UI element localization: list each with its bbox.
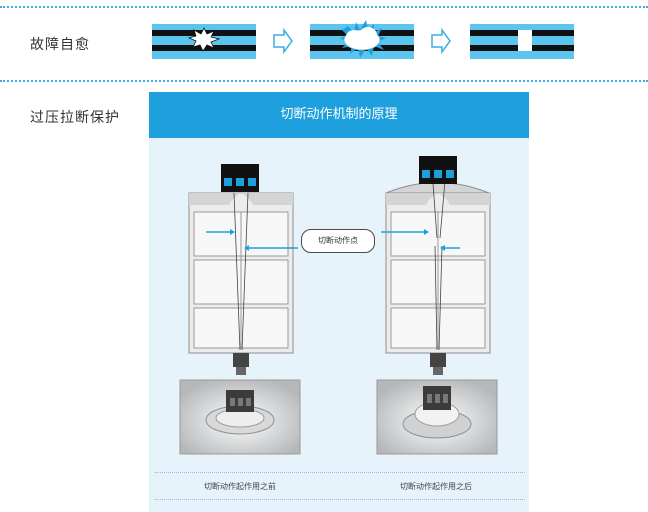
- photo-before: [179, 379, 301, 455]
- photo-after: [376, 379, 498, 455]
- self-healing-diagram: [152, 20, 574, 59]
- top-divider: [0, 6, 648, 8]
- cloud-burst-icon: [340, 20, 386, 58]
- caption-divider-bottom: [155, 499, 525, 500]
- spark-burst-icon: [187, 27, 221, 52]
- panel-title: 切断动作机制的原理: [149, 92, 529, 138]
- capacitor-before: [188, 164, 298, 375]
- action-point-callout: 切断动作点: [301, 229, 375, 253]
- caption-divider-top: [155, 472, 525, 473]
- caption-after: 切断动作起作用之后: [400, 482, 472, 491]
- capacitor-after: [381, 156, 491, 375]
- section-label-self-healing: 故障自愈: [30, 37, 90, 53]
- section-label-overpressure: 过压拉断保护: [30, 110, 120, 126]
- right-arrow-icon: [431, 27, 451, 55]
- caption-before: 切断动作起作用之前: [204, 482, 276, 491]
- film-strip-after: [470, 24, 574, 59]
- right-arrow-icon: [273, 27, 293, 55]
- middle-divider: [0, 80, 648, 82]
